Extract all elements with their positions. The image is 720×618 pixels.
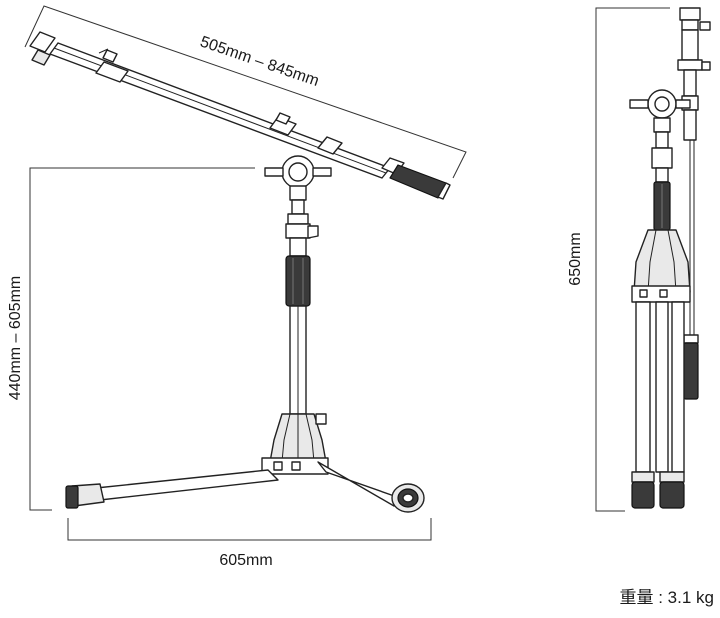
upper-tube <box>285 199 319 257</box>
folded-tripod-hub <box>631 229 691 303</box>
folded-column <box>651 131 673 231</box>
weight-label: 重量 : 3.1 kg <box>620 588 714 607</box>
base-width-label: 605mm <box>219 552 272 569</box>
folded-height-label: 650mm <box>567 232 584 285</box>
folded-height-dimension-line <box>595 7 670 512</box>
folded-swivel-knob <box>629 89 691 133</box>
height-range-label: 440mm – 605mm <box>7 276 24 401</box>
tripod-leg-left <box>65 469 279 509</box>
swivel-knob <box>264 155 332 201</box>
height-clutch <box>285 255 311 307</box>
base-width-dimension-line <box>67 518 432 541</box>
boom-length-label: 505mm – 845mm <box>198 33 321 90</box>
tripod-hub <box>261 413 329 475</box>
boom-arm <box>29 31 451 200</box>
folded-stand <box>629 7 711 509</box>
boom-dimension-line <box>24 5 467 179</box>
assembled-stand <box>29 31 451 513</box>
tripod-leg-right <box>317 461 425 513</box>
height-dimension-line <box>29 167 255 511</box>
main-tube <box>289 305 307 415</box>
folded-legs <box>631 301 685 509</box>
